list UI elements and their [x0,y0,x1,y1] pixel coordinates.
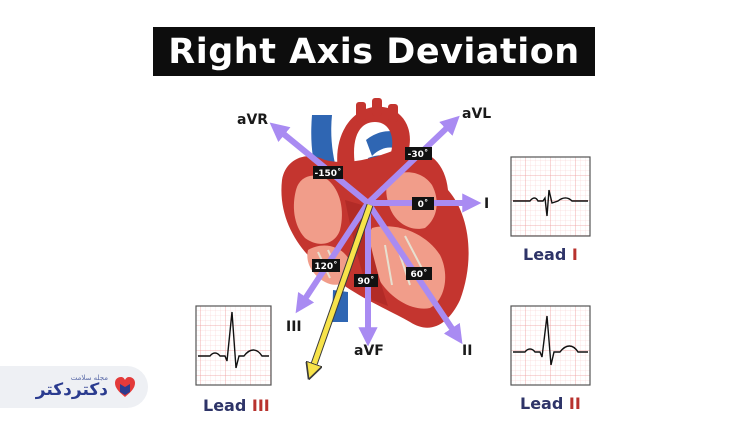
axis-iii-label: III [286,319,302,335]
angle-m150-label: -150˚ [314,168,341,179]
brand-logo: مجله سلامت دکتردکتر [0,366,148,408]
axis-avl-arrow [365,115,460,206]
angle-p60-label: 60˚ [410,269,427,280]
axis-iii-arrow [295,200,371,314]
axis-ii-label: II [462,343,472,359]
axis-avr-label: aVR [237,112,268,128]
angle-m30-label: -30˚ [408,149,429,160]
lead-2-label: Lead II [520,394,581,413]
axis-i-label: I [484,196,489,212]
page-title: Right Axis Deviation [153,27,595,76]
logo-small-text: مجله سلامت [70,374,108,382]
axis-avf-label: aVF [354,343,384,359]
lead-3-label: Lead III [203,396,270,415]
ecg-panel-lead-1 [510,156,591,237]
angle-p90-label: 90˚ [357,276,374,287]
heart-book-icon [115,377,135,397]
lead-1-label: Lead I [523,245,578,264]
angle-p120-label: 120˚ [314,261,337,272]
ecg-panel-lead-2 [510,305,591,386]
ecg-panel-lead-3 [195,305,272,386]
logo-main-text: دکتردکتر [35,380,108,400]
angle-zero-label: 0˚ [418,199,429,210]
axis-avl-label: aVL [462,106,491,122]
